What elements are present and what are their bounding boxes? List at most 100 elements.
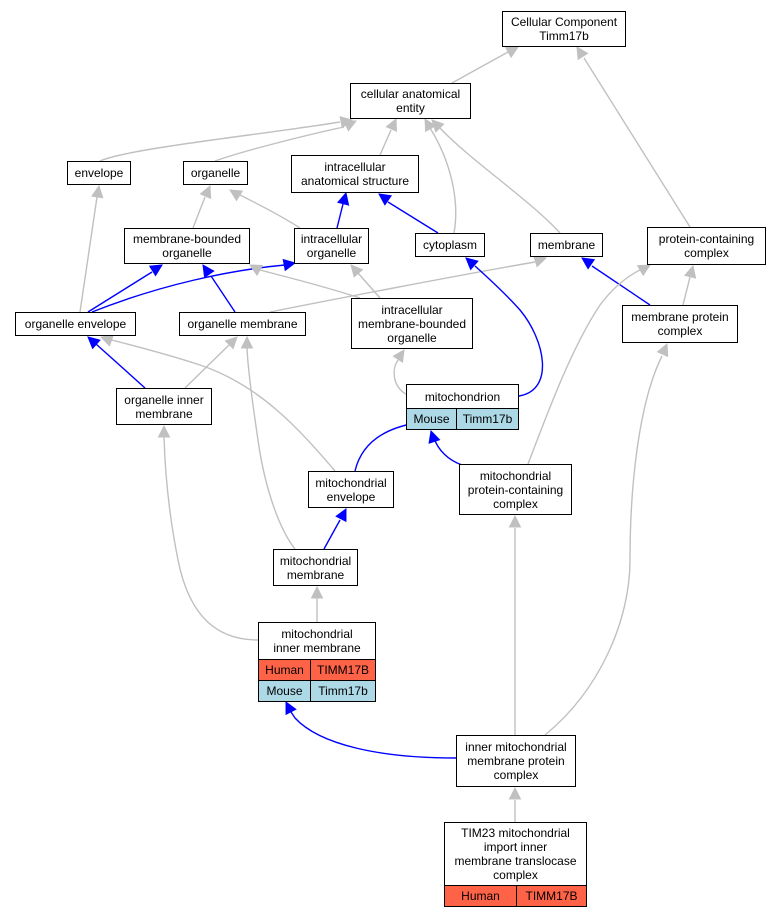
node-membrane[interactable]: membrane	[530, 233, 603, 257]
edge-oe-mbo	[87, 264, 163, 313]
node-organelle[interactable]: organelle	[183, 161, 248, 185]
arrowhead	[240, 335, 254, 349]
arrowhead	[684, 264, 697, 279]
arrowhead	[385, 117, 398, 133]
node-cellular-anatomical-entity[interactable]: cellular anatomical entity	[350, 83, 471, 119]
node-label: Cellular Component Timm17b	[510, 15, 618, 43]
node-label: organelle	[190, 166, 241, 180]
node-label: envelope	[74, 166, 124, 180]
edge-cytoplasm-ias	[378, 193, 439, 234]
arrowhead	[99, 334, 114, 347]
node-intracellular-organelle[interactable]: intracellular organelle	[294, 228, 369, 264]
arrowhead	[224, 336, 238, 350]
node-label: TIM23 mitochondrial import inner membran…	[454, 826, 577, 882]
edge-mmem-menv	[323, 508, 347, 550]
arrowhead	[392, 349, 405, 364]
arrowhead	[378, 193, 393, 206]
edge-ias-cae	[379, 117, 398, 156]
node-mitochondrion[interactable]: mitochondrion Mouse Timm17b	[406, 384, 519, 430]
edge-imm-mpcc	[508, 514, 522, 735]
arrowhead	[148, 264, 163, 277]
edge-tim23-imm	[508, 786, 522, 822]
arrowhead	[581, 257, 596, 270]
gene-cell: TIMM17B	[516, 886, 586, 906]
species-cell: Human	[265, 663, 304, 677]
node-cellular-component[interactable]: Cellular Component Timm17b	[502, 11, 626, 47]
annotation-human-row[interactable]: Human TIMM17B	[445, 885, 586, 906]
node-protein-containing-complex[interactable]: protein-containing complex	[647, 227, 766, 265]
edge-organelle-cae	[214, 120, 358, 162]
edge-oe-io	[91, 258, 297, 313]
arrowhead	[465, 257, 479, 271]
arrowhead	[508, 786, 522, 800]
arrowhead	[157, 424, 171, 438]
gene-cell: Timm17b	[310, 681, 375, 701]
node-mitochondrial-protein-containing-complex[interactable]: mitochondrial protein-containing complex	[459, 464, 572, 515]
node-tim23-complex[interactable]: TIM23 mitochondrial import inner membran…	[444, 822, 587, 907]
node-label: protein-containing complex	[658, 232, 755, 260]
edge-mpc-membrane	[581, 257, 651, 306]
arrowhead	[285, 701, 297, 716]
edge-oim-om	[184, 336, 238, 389]
node-label: mitochondrial inner membrane	[273, 627, 361, 655]
annotation-mouse-row[interactable]: Mouse Timm17b	[259, 680, 375, 701]
node-mitochondrial-envelope[interactable]: mitochondrial envelope	[308, 471, 394, 508]
edge-imbo-mbo	[249, 264, 361, 299]
node-label: inner mitochondrial membrane protein com…	[465, 740, 567, 782]
node-label: cytoplasm	[422, 238, 478, 252]
arrowhead	[508, 514, 522, 528]
edge-mim-mmem	[310, 585, 324, 622]
arrowhead	[533, 255, 548, 268]
node-organelle-envelope[interactable]: organelle envelope	[15, 312, 136, 336]
node-cytoplasm[interactable]: cytoplasm	[415, 233, 485, 257]
node-label: mitochondrial membrane	[279, 553, 352, 582]
edge-cytoplasm-cae	[424, 118, 457, 234]
edge-mpcc-mito	[428, 429, 463, 466]
edge-envelope-oe-up	[79, 184, 104, 313]
node-label: organelle inner membrane	[124, 392, 204, 421]
node-label: organelle envelope	[24, 317, 127, 331]
species-cell: Mouse	[413, 412, 450, 426]
annotation-human-row[interactable]: Human TIMM17B	[259, 659, 375, 680]
edge-membrane-cae	[431, 119, 561, 234]
edge-mim-oim	[157, 424, 259, 641]
edge-io-organelle	[229, 189, 301, 229]
node-label: intracellular membrane-bounded organelle	[357, 302, 467, 345]
node-membrane-protein-complex[interactable]: membrane protein complex	[622, 305, 738, 343]
arrowhead	[342, 120, 358, 132]
arrowhead	[199, 184, 212, 200]
edge-mmem-om	[240, 335, 296, 550]
edge-om-mbo	[202, 264, 236, 313]
arrowhead	[337, 191, 350, 206]
arrowhead	[249, 264, 264, 277]
node-mitochondrial-inner-membrane[interactable]: mitochondrial inner membrane Human TIMM1…	[258, 622, 376, 702]
node-inner-mitochondrial-membrane-protein-complex[interactable]: inner mitochondrial membrane protein com…	[456, 735, 576, 787]
arrowhead	[576, 46, 589, 61]
species-cell: Human	[461, 889, 500, 903]
gene-cell: TIMM17B	[310, 660, 375, 680]
node-label: intracellular organelle	[300, 232, 363, 260]
node-label: intracellular anatomical structure	[300, 160, 410, 188]
node-intracellular-membrane-bounded-organelle[interactable]: intracellular membrane-bounded organelle	[351, 298, 473, 349]
arrowhead	[282, 258, 297, 272]
node-organelle-inner-membrane[interactable]: organelle inner membrane	[116, 388, 212, 425]
arrowhead	[229, 189, 244, 202]
node-organelle-membrane[interactable]: organelle membrane	[179, 312, 306, 336]
edge-mbo-organelle	[192, 184, 212, 229]
node-label: membrane protein complex	[631, 310, 729, 338]
arrowhead	[431, 119, 445, 133]
annotation-mouse-row[interactable]: Mouse Timm17b	[407, 408, 518, 429]
edge-mpc-pcc	[682, 264, 697, 306]
edge-menv-oe	[99, 334, 336, 472]
arrowhead	[202, 264, 215, 279]
edge-mito-cytoplasm	[465, 257, 544, 397]
node-membrane-bounded-organelle[interactable]: membrane-bounded organelle	[124, 228, 250, 264]
node-envelope[interactable]: envelope	[67, 161, 131, 185]
node-mitochondrial-membrane[interactable]: mitochondrial membrane	[273, 549, 358, 586]
arrowhead	[504, 46, 519, 59]
node-label: cellular anatomical entity	[360, 87, 461, 115]
node-intracellular-anatomical-structure[interactable]: intracellular anatomical structure	[291, 155, 419, 193]
edge-mpcc-pcc	[527, 264, 651, 465]
edge-imm-mim	[285, 701, 457, 759]
